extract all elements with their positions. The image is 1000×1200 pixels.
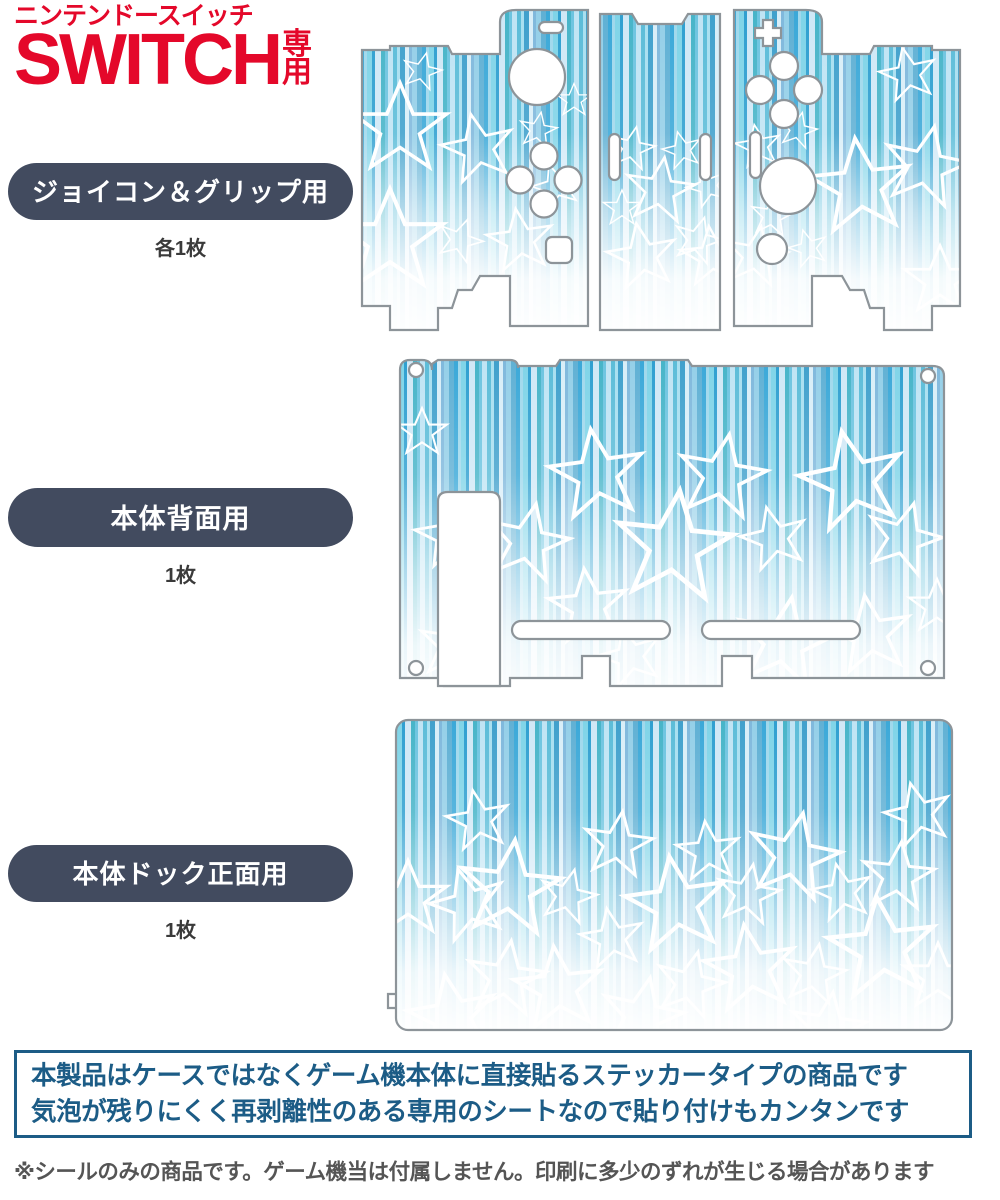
screw-hole-top-left <box>407 361 425 379</box>
grip-rail-slot-right <box>698 132 713 182</box>
disclaimer-line-1: 本製品はケースではなくゲーム機本体に直接貼るステッカータイプの商品です <box>31 1061 908 1090</box>
joycon-left-cutouts <box>505 20 583 265</box>
screw-hole-top-right <box>919 367 937 385</box>
artwork-dock-front <box>386 716 958 1036</box>
grip-rail-slot-left <box>607 132 622 182</box>
joycon-right-outline <box>732 8 962 332</box>
console-back-cutouts <box>407 361 937 688</box>
section-sheet-count: 1枚 <box>164 920 197 942</box>
capture-button-cutout <box>544 235 574 265</box>
section-label-joycon-and-grip: ジョイコン＆グリップ用 各1枚 <box>8 163 353 261</box>
disclaimer-line-2: 気泡が残りにくく再剥離性のある専用のシートなので貼り付けもカンタンです <box>31 1098 909 1126</box>
artwork-console-back <box>392 356 952 696</box>
screw-hole-bottom-left <box>407 659 425 677</box>
section-pill-label: ジョイコン＆グリップ用 <box>8 163 353 220</box>
section-label-console-back: 本体背面用 1枚 <box>8 488 353 588</box>
dpad-down-cutout <box>529 189 559 219</box>
joycon-left-outline <box>360 8 590 332</box>
sr-button-cutout <box>537 20 565 35</box>
section-pill-label: 本体背面用 <box>8 488 353 547</box>
right-stick-cutout <box>758 156 818 216</box>
vent-slot-left <box>510 619 672 641</box>
y-button-cutout <box>744 74 776 106</box>
joycon-right-cutouts <box>744 18 824 266</box>
screw-hole-bottom-right <box>919 659 937 677</box>
x-button-cutout <box>768 50 800 82</box>
home-cross-cutout <box>753 18 783 48</box>
header-senyou-badge: 専 用 <box>281 28 312 89</box>
console-back-outline <box>398 358 946 688</box>
dock-side-notch <box>386 992 396 1010</box>
grip-center-cutouts <box>607 132 713 182</box>
header-switch-row: SWITCH 専 用 <box>14 19 344 100</box>
kickstand-cutout <box>436 490 502 688</box>
b-button-cutout <box>768 98 800 130</box>
section-label-dock-front: 本体ドック正面用 1枚 <box>8 845 353 943</box>
home-button-cutout <box>755 232 789 266</box>
a-button-cutout <box>792 74 824 106</box>
grip-center-outline <box>598 12 722 332</box>
dock-front-skin <box>396 720 952 1030</box>
dpad-left-cutout <box>505 165 535 195</box>
left-stick-cutout <box>507 47 567 107</box>
section-sheet-count: 各1枚 <box>154 238 207 260</box>
footnote-text: ※シールのみの商品です。ゲーム機当は付属しません。印刷に多少のずれが生じる場合が… <box>14 1160 934 1184</box>
dpad-up-cutout <box>529 141 559 171</box>
right-rail-slot <box>748 130 763 180</box>
page-header: ニンテンドースイッチ SWITCH 専 用 <box>14 2 344 100</box>
dpad-right-cutout <box>553 165 583 195</box>
dock-front-outline <box>394 718 954 1032</box>
vent-slot-right <box>700 619 862 641</box>
header-switch-word: SWITCH <box>14 19 283 100</box>
disclaimer-box: 本製品はケースではなくゲーム機本体に直接貼るステッカータイプの商品です 気泡が残… <box>14 1050 972 1138</box>
section-pill-label: 本体ドック正面用 <box>8 845 353 902</box>
artwork-joycon-and-grip <box>360 8 990 338</box>
senyou-char-1: 専 <box>281 28 312 61</box>
section-sheet-count: 1枚 <box>164 565 197 587</box>
senyou-char-2: 用 <box>281 55 312 89</box>
header-kana-line: ニンテンドースイッチ <box>14 2 254 30</box>
